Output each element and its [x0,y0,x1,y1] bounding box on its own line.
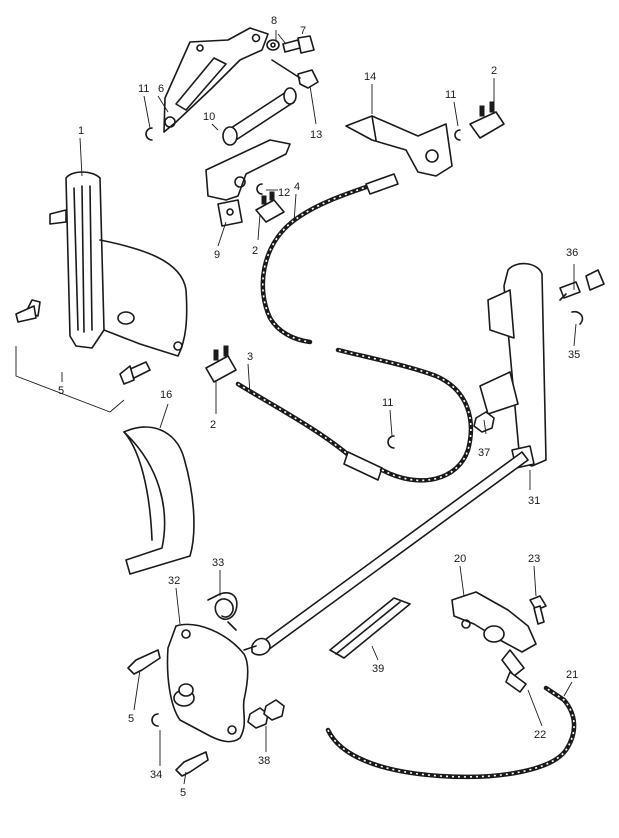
bolt-23 [529,595,547,625]
c-clip-lower [151,713,159,727]
throttle-cable-lower [325,685,577,780]
top-bracket [163,27,269,133]
callout-3: 3 [247,351,253,363]
cable-clamp-upper-right [469,101,505,139]
screw-left-bracket-group [15,346,125,413]
pedal-assembly-right [479,262,547,469]
callout-31: 31 [528,495,540,507]
callout-20: 20 [454,553,466,565]
callout-5-upper: 5 [58,385,64,397]
callout-23: 23 [528,553,540,565]
callout-38: 38 [258,755,270,767]
callout-2-middle: 2 [252,245,258,257]
nut-38 [247,699,285,729]
callout-2-lower: 2 [210,419,216,431]
screw-lower-upper [127,649,161,675]
callout-12: 12 [278,187,290,199]
screw-left-upper [15,299,41,323]
bracket-strip [329,597,411,659]
callout-21: 21 [566,669,578,681]
callout-4: 4 [294,181,300,193]
clip-middle [256,183,263,195]
callout-33: 33 [212,557,224,569]
spring-clip-right [571,310,584,325]
base-plate [166,623,249,743]
pedal-cover [123,426,195,575]
throttle-lever [451,591,537,693]
callout-7: 7 [300,25,306,37]
bolt-top [282,35,315,54]
callout-11-middle: 11 [382,397,393,409]
callout-39: 39 [372,663,384,675]
c-clip-upper-left [145,127,153,141]
callout-5-middle: 5 [128,713,134,725]
callout-6: 6 [158,83,164,95]
callout-labels: 1 6 11 10 8 7 13 14 11 2 12 4 9 2 36 35 … [58,15,580,799]
cable-clamp-middle [255,191,285,223]
callout-35: 35 [568,349,580,361]
return-spring [207,592,238,631]
accelerator-pedal [49,171,188,357]
callout-11-upper-left: 11 [138,83,149,95]
c-clip-upper-right [454,129,461,141]
throttle-cable-upper [260,173,399,345]
callout-13: 13 [310,129,322,141]
cable-clamp-lower [205,345,237,383]
callout-37: 37 [478,447,490,459]
callout-32: 32 [168,575,180,587]
callout-5-lower: 5 [180,787,186,799]
bolt-right-upper [559,269,605,301]
screw-left-middle [119,361,151,385]
callout-9: 9 [214,249,220,261]
leader-lines [61,30,577,785]
washer [266,39,280,51]
callout-34: 34 [150,769,162,781]
rod-upper [222,87,297,146]
pushrod [243,451,529,656]
small-bracket [205,139,291,227]
callout-8: 8 [271,15,277,27]
callout-22: 22 [534,729,546,741]
callout-1: 1 [78,125,84,137]
callout-2-upper-right: 2 [491,65,497,77]
clip-top [271,59,319,89]
screw-lower-bottom [175,751,209,777]
c-clip-middle [387,435,395,449]
callout-11-upper-right: 11 [445,89,456,101]
callout-16: 16 [160,389,172,401]
accelerator-cable [235,347,474,483]
callout-10: 10 [203,111,215,123]
mounting-plate [345,115,453,177]
callout-14: 14 [364,71,376,83]
callout-36: 36 [566,247,578,259]
